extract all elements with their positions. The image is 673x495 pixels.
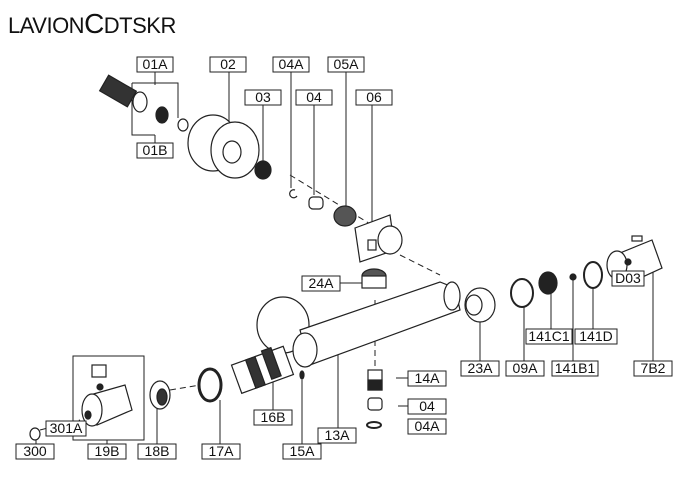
- callout-141D: 141D: [579, 328, 612, 344]
- callout-04A-bottom: 04A: [415, 418, 441, 434]
- part-05A[interactable]: [333, 205, 357, 227]
- part-06[interactable]: [354, 214, 403, 263]
- part-01A[interactable]: [98, 74, 189, 132]
- part-18B[interactable]: [149, 380, 171, 410]
- callout-09A: 09A: [513, 360, 539, 376]
- callout-300: 300: [23, 443, 47, 459]
- callout-23A: 23A: [468, 360, 494, 376]
- part-13A-body[interactable]: [256, 281, 461, 368]
- part-D03[interactable]: [624, 258, 632, 266]
- callout-16B: 16B: [261, 409, 286, 425]
- part-141B1[interactable]: [569, 273, 577, 281]
- callout-14A: 14A: [415, 370, 441, 386]
- callout-301A: 301A: [50, 420, 83, 436]
- part-02[interactable]: [187, 114, 260, 179]
- part-300[interactable]: [29, 427, 41, 441]
- part-16B-cartridge[interactable]: [230, 345, 295, 395]
- part-04A-lower[interactable]: [366, 421, 382, 429]
- callout-02: 02: [220, 56, 236, 72]
- part-17A[interactable]: [197, 367, 223, 403]
- callout-15A: 15A: [290, 443, 316, 459]
- part-23A[interactable]: [464, 287, 496, 323]
- callout-01A: 01A: [143, 56, 169, 72]
- callout-04A-top: 04A: [279, 56, 305, 72]
- part-04[interactable]: [308, 196, 324, 210]
- diagram-title: LAVIONCDTSKR: [8, 8, 176, 39]
- part-04-lower[interactable]: [367, 397, 383, 411]
- callout-D03: D03: [615, 270, 641, 286]
- callout-141C1: 141C1: [528, 328, 569, 344]
- part-19B-handle[interactable]: [81, 364, 133, 427]
- callout-01B: 01B: [143, 142, 168, 158]
- callout-13A: 13A: [325, 427, 351, 443]
- callout-24A: 24A: [309, 275, 335, 291]
- part-141D[interactable]: [583, 261, 603, 289]
- part-14A[interactable]: [367, 369, 383, 391]
- callout-7B2: 7B2: [641, 360, 666, 376]
- callout-19B: 19B: [95, 443, 120, 459]
- part-03[interactable]: [254, 160, 272, 180]
- callout-06: 06: [366, 89, 382, 105]
- callout-05A: 05A: [334, 56, 360, 72]
- part-24A[interactable]: [361, 268, 387, 289]
- callout-03: 03: [255, 89, 271, 105]
- callout-04-mid: 04: [419, 398, 435, 414]
- callout-18B: 18B: [145, 443, 170, 459]
- part-141C1[interactable]: [538, 271, 558, 295]
- callout-17A: 17A: [209, 443, 235, 459]
- part-09A[interactable]: [510, 278, 534, 308]
- callout-141B1: 141B1: [555, 360, 596, 376]
- part-15A[interactable]: [299, 370, 305, 380]
- part-04A-clip[interactable]: [289, 189, 298, 199]
- callout-04-top: 04: [306, 89, 322, 105]
